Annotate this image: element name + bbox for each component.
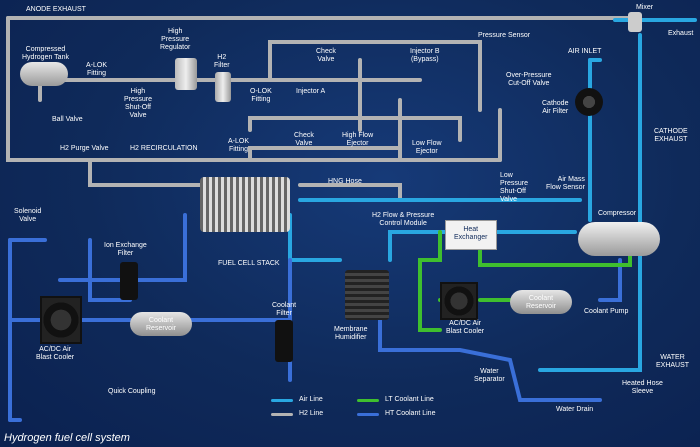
label-h2-module: H2 Flow & Pressure Control Module	[372, 212, 435, 227]
label-mixer: Mixer	[636, 4, 654, 11]
label-membrane: Membrane Humidifier	[334, 326, 368, 341]
label-compressor: Compressor	[598, 210, 637, 217]
label-cathode-filter: Cathode Air Filter	[542, 100, 569, 115]
mixer-icon	[628, 12, 642, 32]
label-ion-filter: Ion Exchange Filter	[104, 242, 147, 257]
label-anode-exhaust: ANODE EXHAUST	[26, 6, 86, 13]
fuel-cell-stack-icon	[200, 177, 290, 232]
label-alok-1: A-LOK Fitting	[86, 62, 108, 77]
label-check-valve-2: Check Valve	[294, 132, 314, 147]
label-solenoid: Solenoid Valve	[14, 208, 42, 223]
label-acdc-2: AC/DC Air Blast Cooler	[446, 320, 485, 335]
label-alok-2: A-LOK Fitting	[228, 138, 250, 153]
regulator-icon	[175, 58, 197, 90]
compressor-icon	[578, 222, 660, 256]
hydrogen-tank-icon	[20, 62, 68, 86]
label-coolant-filter: Coolant Filter	[272, 302, 297, 317]
label-water-separator: Water Separator	[474, 368, 505, 383]
legend: Air Line H2 Line LT Coolant Line HT Cool…	[263, 388, 443, 422]
label-coolant-pump: Coolant Pump	[584, 308, 629, 315]
label-hp-shutoff: High Pressure Shut-Off Valve	[124, 88, 153, 119]
blast-cooler-1-icon	[40, 296, 82, 344]
coolant-reservoir-1-icon	[130, 312, 192, 336]
label-heat-exchanger: Heat Exchanger	[454, 226, 488, 241]
label-ball-valve: Ball Valve	[52, 116, 83, 123]
label-lf-ejector: Low Flow Ejector	[412, 140, 442, 155]
legend-h2: H2 Line	[299, 410, 324, 417]
label-water-drain: Water Drain	[556, 406, 594, 413]
label-injector-b: Injector B (Bypass)	[410, 48, 440, 63]
label-water-exhaust: WATER EXHAUST	[656, 354, 690, 369]
label-fuel-stack: FUEL CELL STACK	[218, 260, 280, 267]
legend-air: Air Line	[299, 396, 323, 403]
label-heated-hose: Heated Hose Sleeve	[622, 380, 663, 395]
legend-swatch-h2	[271, 413, 293, 416]
cathode-air-filter-icon	[575, 88, 603, 116]
label-h2-recirculation: H2 RECIRCULATION	[130, 145, 198, 152]
label-injector-a: Injector A	[296, 88, 326, 95]
label-lp-shutoff: Low Pressure Shut-Off Valve	[500, 172, 529, 203]
legend-swatch-air	[271, 399, 293, 402]
label-hf-ejector: High Flow Ejector	[342, 132, 374, 147]
label-acdc-1: AC/DC Air Blast Cooler	[36, 346, 75, 361]
label-coolant-res-1: Coolant Reservoir	[146, 317, 176, 332]
legend-swatch-ht	[357, 413, 379, 416]
coolant-reservoir-2-icon	[510, 290, 572, 314]
label-compressed-tank: Compressed Hydrogen Tank	[22, 46, 69, 61]
label-quick-coupling: Quick Coupling	[108, 388, 156, 395]
legend-swatch-lt	[357, 399, 379, 402]
h2-lines	[6, 16, 632, 202]
label-air-inlet: AIR INLET	[568, 48, 602, 55]
heat-exchanger-box	[445, 220, 497, 250]
label-cathode-exhaust: CATHODE EXHAUST	[654, 128, 688, 143]
label-air-mass: Air Mass Flow Sensor	[546, 176, 585, 191]
blast-cooler-2-icon	[440, 282, 478, 320]
label-over-pressure: Over-Pressure Cut-Off Valve	[506, 72, 552, 87]
label-coolant-res-2: Coolant Reservoir	[526, 295, 556, 310]
filter-icon	[215, 72, 231, 102]
legend-lt: LT Coolant Line	[385, 396, 434, 403]
diagram-title: Hydrogen fuel cell system	[4, 432, 130, 444]
label-h2-filter: H2 Filter	[214, 54, 230, 69]
label-hp-regulator: High Pressure Regulator	[160, 28, 191, 51]
coolant-filter-icon	[275, 320, 293, 362]
label-pressure-sensor: Pressure Sensor	[478, 32, 531, 39]
label-olok: O-LOK Fitting	[250, 88, 272, 103]
label-h2-purge: H2 Purge Valve	[60, 145, 109, 152]
legend-ht: HT Coolant Line	[385, 410, 436, 417]
label-exhaust: Exhaust	[668, 30, 694, 37]
ion-exchange-filter-icon	[120, 262, 138, 300]
label-check-valve-1: Check Valve	[316, 48, 336, 63]
label-hng-hose: HNG Hose	[328, 178, 362, 185]
membrane-humidifier-icon	[345, 270, 389, 320]
